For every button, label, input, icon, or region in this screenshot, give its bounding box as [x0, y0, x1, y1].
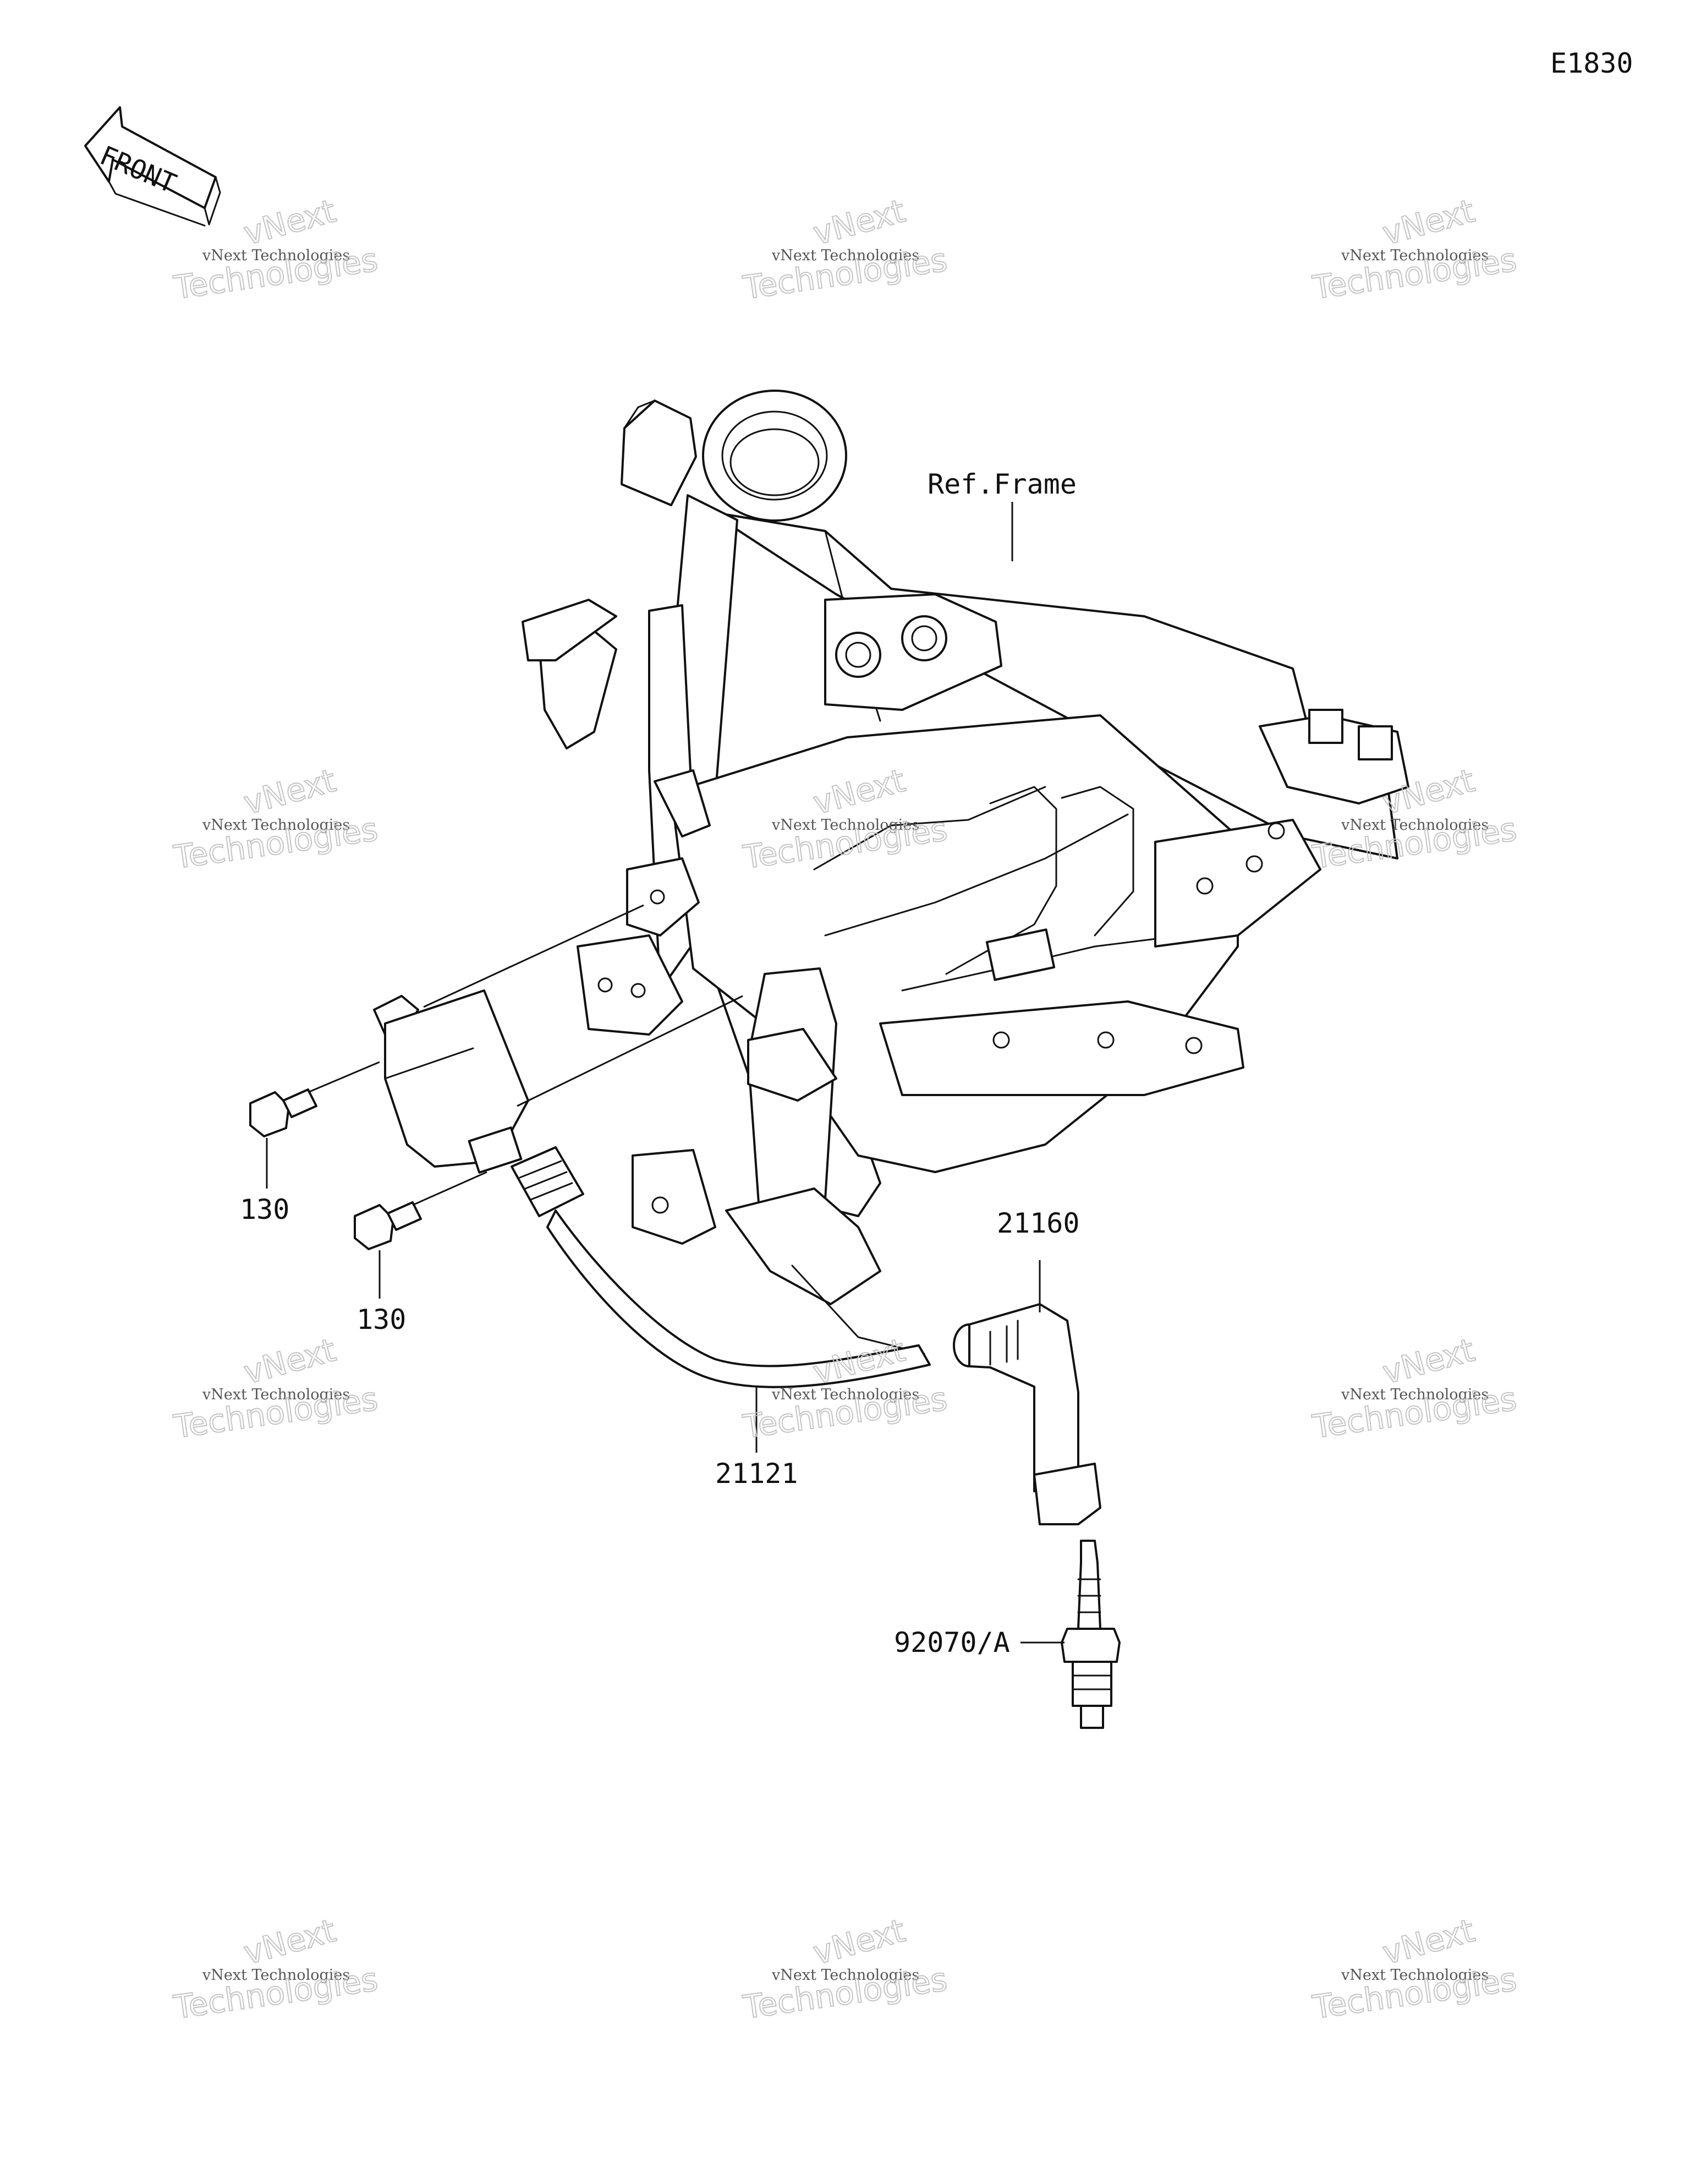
watermark: vNext vNext Technologies Technologies	[171, 1331, 380, 1446]
svg-text:vNext: vNext	[240, 192, 339, 253]
watermark: vNext vNext Technologies Technologies	[740, 191, 950, 307]
diagram-code: E1830	[1550, 47, 1633, 79]
watermark: vNext vNext Technologies Technologies	[171, 191, 380, 307]
part-number-spark-plug: 92070/A	[894, 1627, 1010, 1658]
svg-text:vNext Technologies: vNext Technologies	[771, 817, 919, 834]
svg-text:vNext Technologies: vNext Technologies	[771, 1967, 919, 1984]
reference-frame-label: Ref.Frame	[928, 468, 1077, 500]
svg-text:vNext Technologies: vNext Technologies	[1341, 247, 1489, 264]
svg-text:vNext Technologies: vNext Technologies	[1341, 1967, 1489, 1984]
bolt-lower-icon	[354, 1171, 487, 1250]
svg-text:vNext: vNext	[1379, 192, 1478, 253]
svg-text:vNext Technologies: vNext Technologies	[1341, 1386, 1489, 1403]
plug-cap	[953, 1260, 1101, 1525]
svg-text:vNext: vNext	[809, 1331, 909, 1392]
svg-text:vNext Technologies: vNext Technologies	[202, 817, 350, 834]
bolt-upper-icon	[249, 1061, 380, 1137]
part-number-ignition-coil: 21121	[715, 1458, 798, 1490]
svg-text:vNext: vNext	[240, 1912, 339, 1972]
spark-plug	[1020, 1540, 1121, 1729]
part-number-plug-cap: 21160	[997, 1207, 1080, 1239]
svg-text:vNext: vNext	[809, 192, 909, 253]
watermark: vNext vNext Technologies Technologies	[1309, 1331, 1519, 1446]
watermark: vNext vNext Technologies Technologies	[171, 761, 380, 877]
frame-illustration	[522, 390, 1409, 1355]
watermark: vNext vNext Technologies Technologies	[740, 1911, 950, 2027]
part-number-bolt-lower: 130	[356, 1304, 406, 1335]
svg-text:vNext: vNext	[1379, 1912, 1478, 1972]
svg-text:vNext: vNext	[1379, 1331, 1478, 1392]
ignition-coil	[373, 989, 584, 1217]
svg-text:vNext: vNext	[240, 762, 339, 822]
svg-text:vNext Technologies: vNext Technologies	[202, 1967, 350, 1984]
assembly-line-coil-lower	[517, 995, 743, 1107]
assembly-line-coil-upper	[423, 904, 644, 1008]
front-arrow-icon: FRONT	[84, 106, 221, 227]
svg-text:vNext Technologies: vNext Technologies	[771, 1386, 919, 1403]
svg-text:vNext Technologies: vNext Technologies	[202, 1386, 350, 1403]
svg-text:vNext Technologies: vNext Technologies	[202, 247, 350, 264]
watermark: vNext vNext Technologies Technologies	[1309, 191, 1519, 307]
watermark: vNext vNext Technologies Technologies	[171, 1911, 380, 2027]
watermark: vNext vNext Technologies Technologies	[1309, 1911, 1519, 2027]
svg-text:vNext Technologies: vNext Technologies	[1341, 817, 1489, 834]
ignition-lead-wire	[546, 1209, 931, 1388]
part-number-bolt-upper: 130	[240, 1194, 289, 1225]
svg-text:vNext: vNext	[809, 1912, 909, 1972]
svg-text:vNext: vNext	[240, 1331, 339, 1392]
svg-text:vNext Technologies: vNext Technologies	[771, 247, 919, 264]
